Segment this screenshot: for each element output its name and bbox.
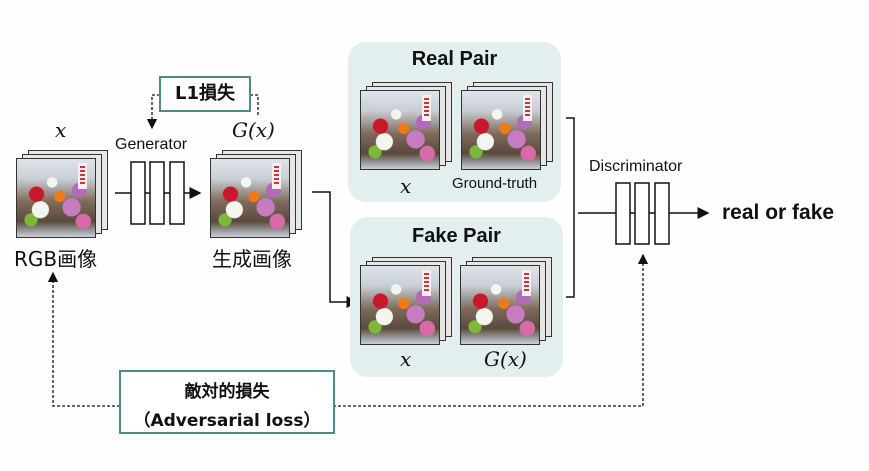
adversarial-loss-label-en: （Adversarial loss） bbox=[133, 411, 321, 431]
discriminator-layer-1 bbox=[615, 182, 631, 245]
discriminator-output-label: real or fake bbox=[722, 201, 835, 224]
generator-layer-1 bbox=[130, 161, 146, 225]
generator-label: Generator bbox=[115, 136, 188, 153]
input-rgb-image bbox=[16, 158, 96, 238]
discriminator-layer-2 bbox=[634, 182, 650, 245]
adversarial-loss-connector bbox=[47, 271, 120, 407]
generator-layer-3 bbox=[169, 161, 185, 225]
real-pair-panel: Real Pair x Ground-truth bbox=[348, 42, 561, 202]
generated-image-stack bbox=[210, 150, 302, 242]
l1-loss-connector-right bbox=[250, 94, 259, 117]
generated-caption: 生成画像 bbox=[212, 247, 292, 271]
adversarial-loss-connector-right bbox=[333, 253, 649, 407]
input-image-stack bbox=[16, 150, 108, 242]
fake-pair-right-caption: G(x) bbox=[484, 347, 527, 371]
generator-layer-2 bbox=[149, 161, 165, 225]
real-pair-left-caption: x bbox=[400, 174, 412, 198]
real-pair-right-caption: Ground-truth bbox=[452, 175, 538, 192]
fake-pair-input-image bbox=[360, 265, 440, 345]
pair-merge-bracket bbox=[566, 117, 575, 298]
fake-pair-input-stack bbox=[360, 257, 452, 349]
real-pair-input-image bbox=[360, 90, 440, 170]
input-caption: RGB画像 bbox=[14, 247, 98, 271]
fake-pair-left-caption: x bbox=[400, 347, 412, 371]
adversarial-loss-box: 敵対的損失 （Adversarial loss） bbox=[119, 370, 335, 434]
real-pair-title: Real Pair bbox=[411, 48, 498, 70]
fake-pair-panel: Fake Pair x G(x) bbox=[350, 217, 563, 377]
real-pair-ground-truth-stack bbox=[461, 82, 553, 174]
l1-loss-connector bbox=[146, 94, 160, 130]
l1-loss-box: L1損失 bbox=[159, 76, 251, 112]
l1-loss-label: L1損失 bbox=[175, 83, 235, 104]
generator-network bbox=[115, 161, 202, 225]
fake-pair-generated-stack bbox=[460, 257, 552, 349]
fake-pair-generated-image bbox=[460, 265, 540, 345]
real-pair-input-stack bbox=[360, 82, 452, 174]
input-symbol: x bbox=[55, 118, 67, 142]
discriminator-network bbox=[578, 182, 710, 245]
generated-symbol: G(x) bbox=[232, 118, 275, 142]
fake-pair-title: Fake Pair bbox=[412, 225, 501, 247]
adversarial-loss-label-jp: 敵対的損失 bbox=[184, 382, 270, 402]
generated-to-fake-pair-arrow bbox=[312, 191, 359, 308]
discriminator-layer-3 bbox=[654, 182, 670, 245]
discriminator-label: Discriminator bbox=[589, 158, 683, 175]
generated-image bbox=[210, 158, 290, 238]
real-pair-ground-truth-image bbox=[461, 90, 541, 170]
